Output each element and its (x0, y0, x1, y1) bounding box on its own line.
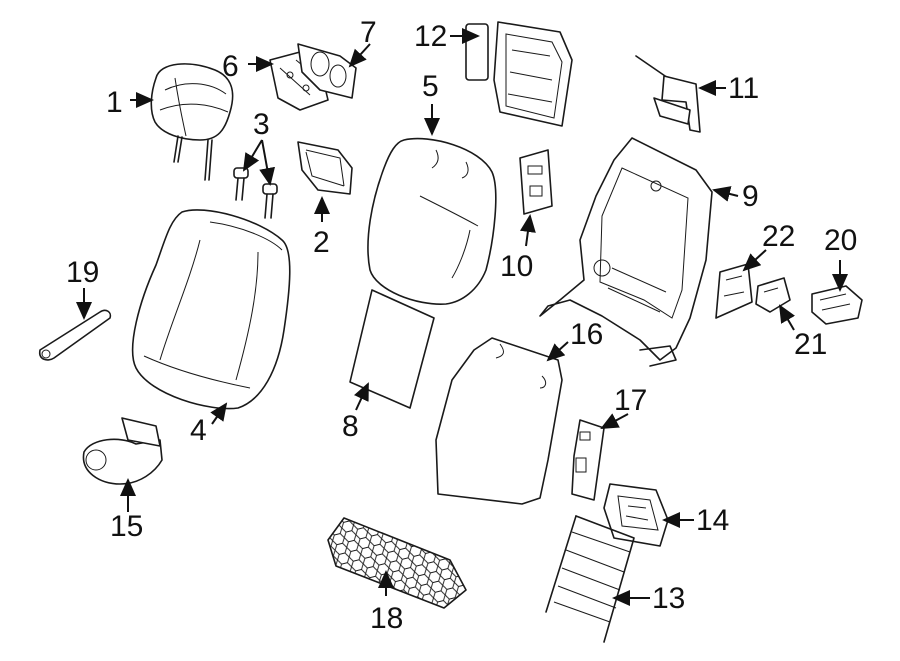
callout-3: 3 (253, 108, 270, 141)
callout-13: 13 (652, 582, 685, 615)
callout-15: 15 (110, 510, 143, 543)
callout-4: 4 (190, 414, 207, 447)
part-frame-12 (465, 21, 573, 127)
callout-6: 6 (222, 50, 239, 83)
part-lumbar-11 (635, 55, 701, 133)
callout-8: 8 (342, 410, 359, 443)
callout-12: 12 (414, 20, 447, 53)
callout-20: 20 (824, 224, 857, 257)
part-switch-10 (519, 149, 553, 215)
part-bracket-2 (297, 141, 353, 195)
part-motor-20 (811, 285, 863, 325)
part-back-panel-16 (435, 337, 563, 505)
callout-labels: 1 2 3 4 5 6 7 8 9 10 11 12 13 14 15 16 1… (66, 16, 857, 635)
callout-5: 5 (422, 70, 439, 103)
part-cap-21 (755, 277, 791, 313)
callout-9: 9 (742, 180, 759, 213)
part-headrest-guides (233, 167, 278, 219)
part-seatback-pad (367, 137, 497, 305)
part-seatback-frame (539, 137, 713, 367)
callout-16: 16 (570, 318, 603, 351)
callout-21: 21 (794, 328, 827, 361)
callout-14: 14 (696, 504, 729, 537)
part-mesh-18 (327, 517, 467, 609)
callout-10: 10 (500, 250, 533, 283)
part-seatback-cover (131, 209, 291, 410)
part-panel-7 (297, 43, 357, 99)
callout-2: 2 (313, 226, 330, 259)
callout-1: 1 (106, 86, 123, 119)
callout-11: 11 (728, 72, 759, 105)
callout-19: 19 (66, 256, 99, 289)
callout-7: 7 (360, 16, 377, 49)
part-recliner-15 (82, 417, 163, 485)
part-headrest (150, 63, 234, 181)
part-pad-8 (349, 289, 435, 409)
part-suspension-13 (545, 515, 635, 643)
callout-18: 18 (370, 602, 403, 635)
part-cover-22 (715, 263, 753, 319)
callout-22: 22 (762, 220, 795, 253)
callout-17: 17 (614, 384, 647, 417)
part-module-14 (603, 483, 669, 547)
leader-lines (76, 28, 848, 606)
part-bracket-17 (571, 419, 605, 501)
part-trim-19 (38, 309, 112, 361)
